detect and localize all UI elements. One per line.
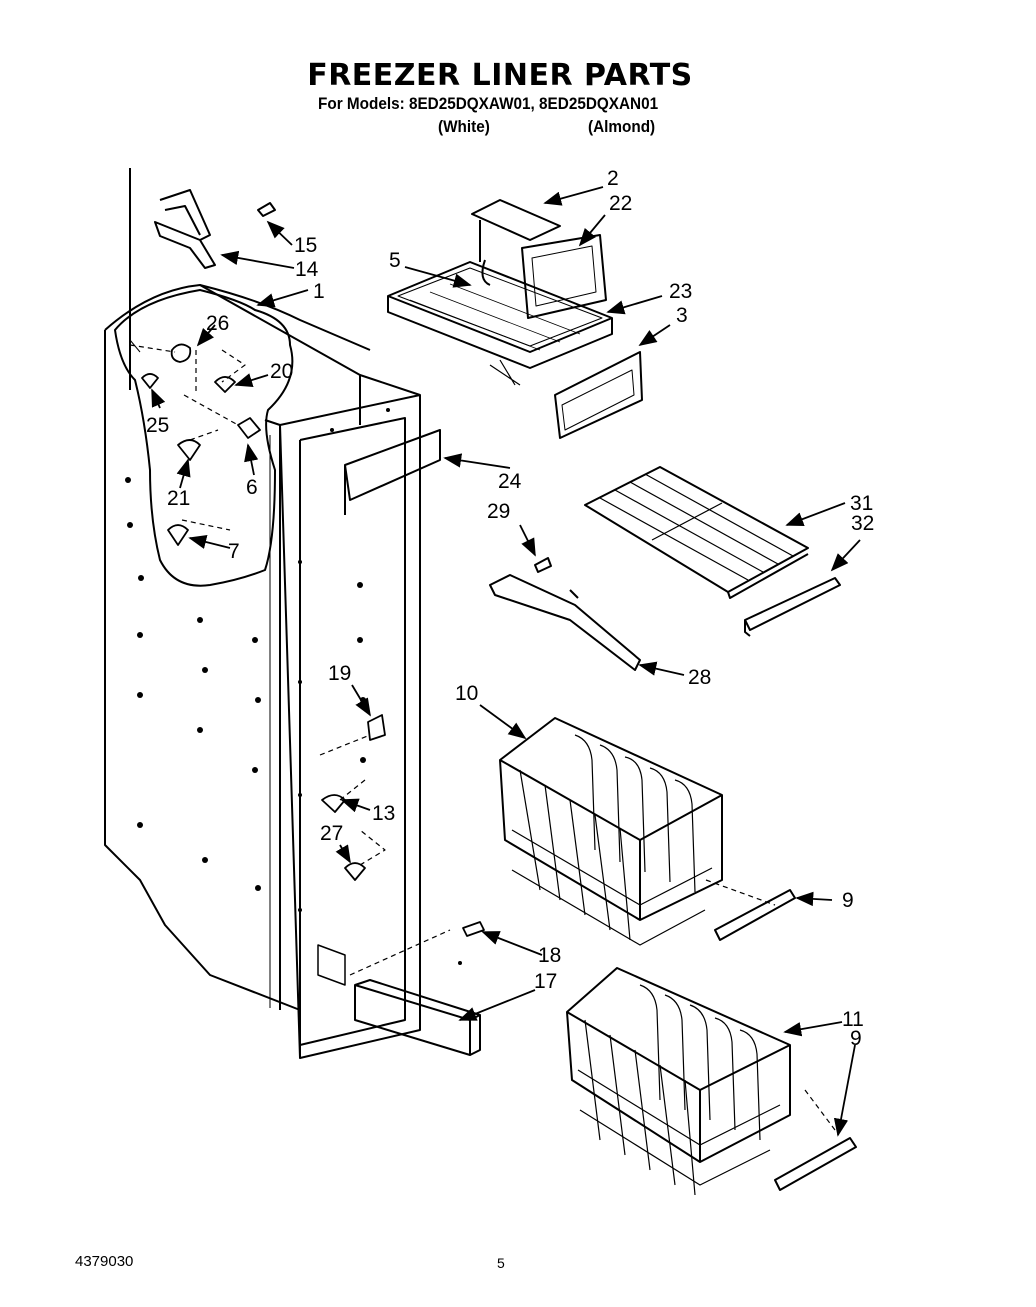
callout-leaders — [151, 186, 861, 1137]
callout-21: 21 — [167, 487, 190, 510]
callout-11: 11 — [842, 1008, 864, 1031]
trim-part-9-lower — [774, 1137, 857, 1191]
callout-1: 1 — [313, 280, 325, 303]
callout-5: 5 — [389, 249, 401, 272]
trim-part-9-upper — [714, 889, 796, 941]
wire-shelf-part-31 — [584, 466, 809, 599]
top-shelf-assembly — [387, 199, 643, 439]
basket-part-10 — [499, 717, 723, 946]
color-white-label: (White) — [438, 117, 490, 136]
document-number: 4379030 — [75, 1253, 134, 1270]
callout-15: 15 — [294, 234, 317, 257]
callout-6: 6 — [246, 476, 258, 499]
callout-9-lower: 9 — [850, 1027, 862, 1050]
trim-part-24 — [344, 429, 441, 515]
callout-25: 25 — [146, 414, 169, 437]
basket-part-11 — [566, 967, 791, 1196]
callout-13: 13 — [372, 802, 395, 825]
callout-32: 32 — [851, 512, 874, 535]
small-liner-components — [129, 339, 485, 937]
callout-26: 26 — [206, 312, 229, 335]
bracket-part-14 — [154, 189, 216, 269]
dashed-leaders — [129, 344, 836, 1131]
callout-31: 31 — [850, 492, 873, 515]
callout-23: 23 — [669, 280, 692, 303]
screw-part-29 — [534, 557, 552, 573]
freezer-liner — [104, 168, 462, 1059]
page-title: FREEZER LINER PARTS — [307, 58, 693, 93]
page-number: 5 — [497, 1255, 505, 1271]
callout-9-upper: 9 — [842, 889, 854, 912]
callout-20: 20 — [270, 360, 293, 383]
screw-part-15 — [257, 202, 276, 217]
models-line: For Models: 8ED25DQXAW01, 8ED25DQXAN01 — [318, 94, 659, 113]
callout-29: 29 — [487, 500, 510, 523]
callout-27: 27 — [320, 822, 343, 845]
callout-22: 22 — [609, 192, 632, 215]
callout-14: 14 — [295, 258, 319, 281]
shelf-bracket-part-28 — [489, 574, 641, 671]
callout-18: 18 — [538, 944, 561, 967]
trim-part-32 — [744, 577, 841, 637]
callout-labels: 1 2 3 5 6 7 9 9 10 11 13 14 15 17 18 19 … — [146, 167, 874, 1050]
callout-7: 7 — [228, 540, 240, 563]
grille-part-17 — [354, 979, 481, 1056]
color-almond-label: (Almond) — [588, 117, 656, 136]
callout-3: 3 — [676, 304, 688, 327]
callout-2: 2 — [607, 167, 619, 190]
callout-28: 28 — [688, 666, 711, 689]
callout-17: 17 — [534, 970, 557, 993]
callout-19: 19 — [328, 662, 351, 685]
callout-24: 24 — [498, 470, 522, 493]
callout-10: 10 — [455, 682, 478, 705]
